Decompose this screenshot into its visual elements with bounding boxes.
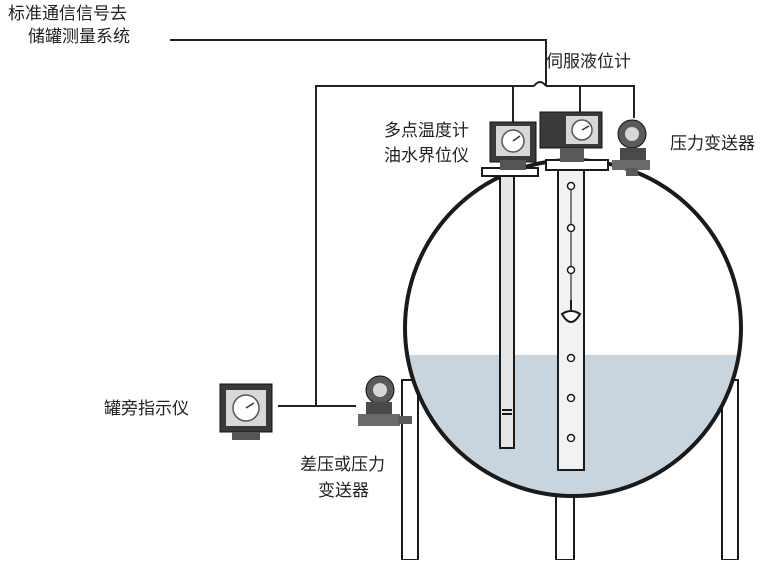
multipoint-temperature-probe [499, 175, 515, 449]
tank-side-indicator-device [219, 383, 273, 440]
comm-signal-label-line1: 标准通信信号去 [8, 4, 127, 24]
dp-transmitter-label-line2: 变送器 [318, 481, 369, 501]
servo-gauge-label: 伺服液位计 [546, 52, 631, 72]
displacer-icon [560, 310, 582, 323]
servo-gauge-stilling-well [557, 169, 585, 471]
dp-transmitter-device [358, 375, 412, 426]
pressure-transmitter-label: 压力变送器 [670, 134, 755, 154]
tank-support-legs [401, 379, 739, 561]
servo-level-gauge-head [539, 111, 603, 162]
multi-temp-label-line2: 油水界位仪 [384, 146, 469, 166]
dp-transmitter-label-line1: 差压或压力 [300, 455, 385, 475]
multipoint-thermometer-head [489, 121, 537, 170]
pressure-transmitter-device [612, 119, 650, 176]
multi-temp-label-line1: 多点温度计 [384, 121, 469, 141]
signal-wiring [170, 39, 635, 407]
comm-signal-label-line2: 储罐测量系统 [28, 27, 130, 47]
tank-indicator-label: 罐旁指示仪 [104, 399, 189, 419]
